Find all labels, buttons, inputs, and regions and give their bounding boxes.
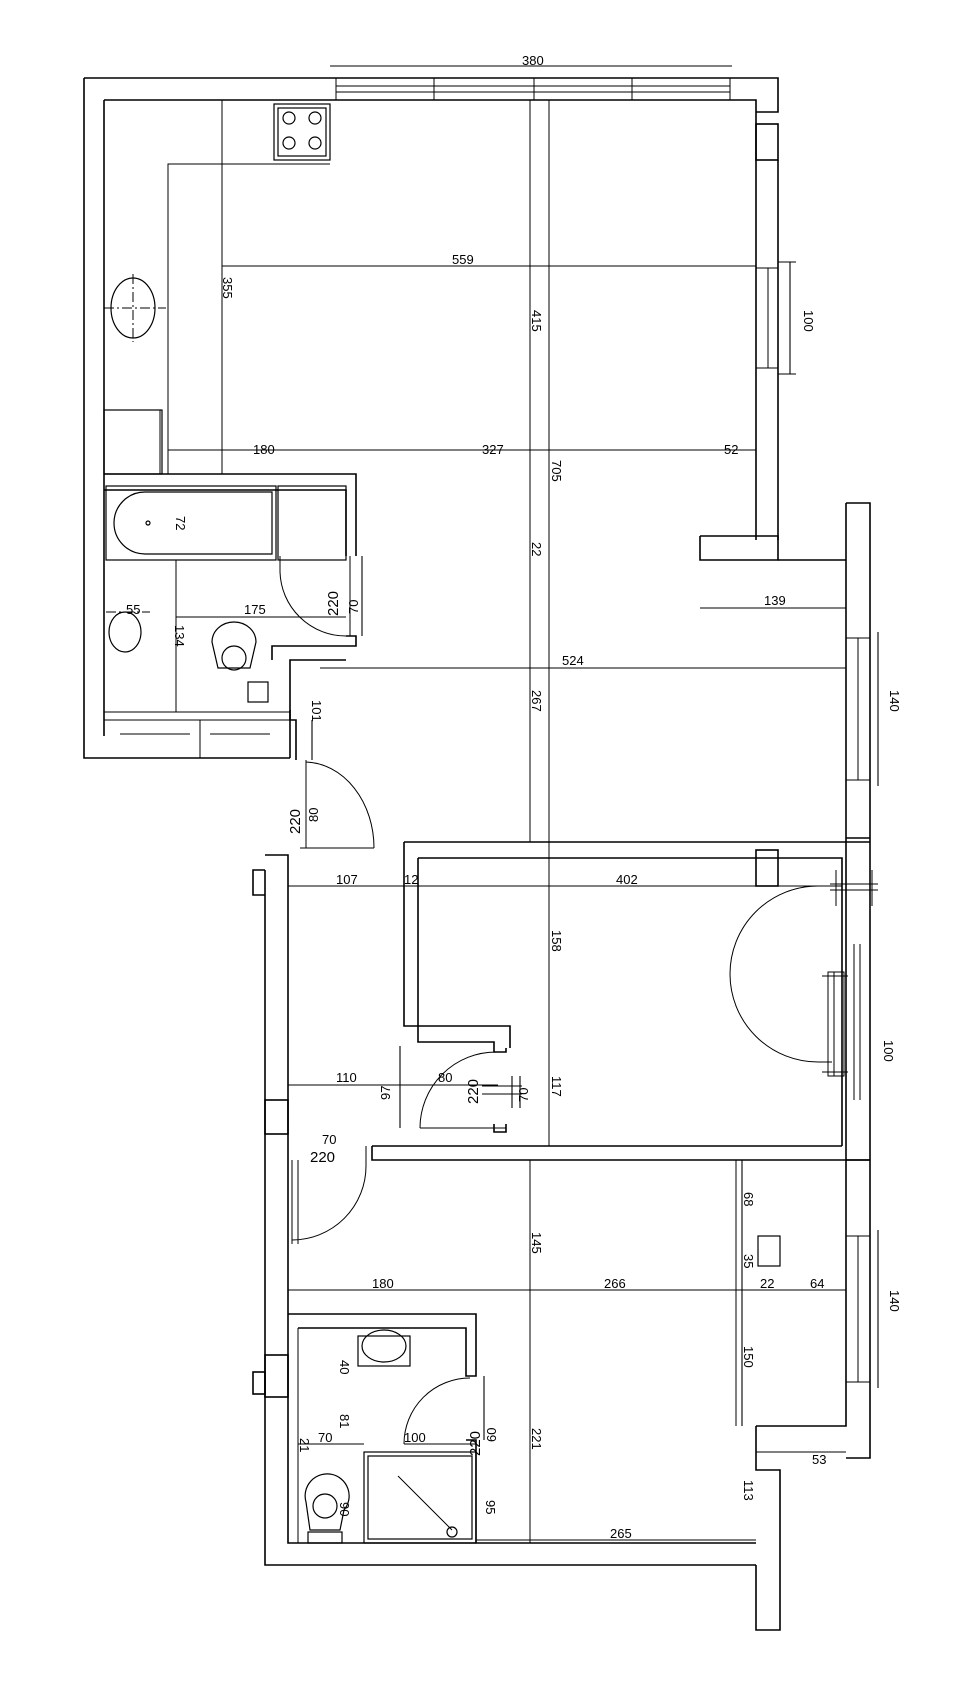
dim-220-bath: 220	[325, 591, 342, 616]
dim-158: 158	[549, 930, 564, 952]
dim-110: 110	[336, 1070, 357, 1085]
dim-140-mid: 140	[887, 690, 902, 712]
dim-100-bal: 100	[881, 1040, 896, 1062]
bathroom-sink-icon	[108, 611, 142, 653]
dim-72: 72	[173, 516, 188, 530]
dim-70-bath: 70	[346, 600, 361, 614]
dim-117: 117	[549, 1076, 564, 1097]
dim-113: 113	[741, 1480, 756, 1501]
dim-70-bed: 70	[516, 1088, 531, 1102]
bathroom-1	[104, 473, 363, 760]
dim-265: 265	[610, 1526, 632, 1541]
dim-90: 90	[337, 1502, 352, 1516]
dim-139: 139	[764, 593, 786, 608]
dim-327: 327	[482, 442, 504, 457]
dim-107: 107	[336, 872, 358, 887]
dim-22-bed2: 22	[760, 1276, 774, 1291]
dim-380: 380	[522, 53, 544, 68]
dim-415: 415	[529, 310, 544, 332]
cooktop-icon	[273, 103, 331, 161]
toilet-icon	[211, 621, 257, 669]
dim-40: 40	[337, 1360, 352, 1374]
dim-150: 150	[741, 1346, 756, 1368]
dim-220-bath2: 220	[467, 1431, 484, 1456]
dim-53: 53	[812, 1452, 826, 1467]
dim-220-entry: 220	[287, 809, 304, 834]
dim-355: 355	[220, 277, 235, 299]
dim-100-bath2: 100	[404, 1430, 426, 1445]
dim-97: 97	[378, 1086, 393, 1100]
dim-101: 101	[309, 700, 324, 722]
dim-175: 175	[244, 602, 266, 617]
kitchen	[103, 100, 331, 475]
dim-266: 266	[604, 1276, 626, 1291]
dim-60: 60	[484, 1428, 499, 1442]
bathroom-2-sink-icon	[361, 1329, 407, 1363]
dim-180-top: 180	[253, 442, 275, 457]
dim-145: 145	[529, 1232, 544, 1254]
interior-walls	[291, 100, 878, 1543]
dim-95: 95	[483, 1500, 498, 1514]
dim-100-top: 100	[801, 310, 816, 332]
window-top	[330, 65, 732, 100]
bathroom-2	[288, 1313, 485, 1544]
dim-134: 134	[172, 625, 187, 647]
dim-70-bath2: 70	[318, 1430, 332, 1445]
dim-80-entry: 80	[306, 808, 321, 822]
dim-70-bed2: 70	[322, 1132, 336, 1147]
bathtub-icon	[105, 485, 277, 561]
dim-55: 55	[126, 602, 140, 617]
dim-705: 705	[549, 460, 564, 482]
dim-524: 524	[562, 653, 584, 668]
window-right-2	[845, 632, 879, 786]
entrance-door	[300, 760, 375, 849]
dim-220-bed2: 220	[310, 1149, 335, 1166]
dim-22-top: 22	[529, 542, 544, 556]
dim-559: 559	[452, 252, 474, 267]
dim-68: 68	[741, 1192, 756, 1206]
dim-180-bed2: 180	[372, 1276, 394, 1291]
dim-402: 402	[616, 872, 638, 887]
dim-12: 12	[404, 872, 418, 887]
dim-267: 267	[529, 690, 544, 712]
dim-80-bed: 80	[438, 1070, 452, 1085]
dimension-labels: 380 559 355 415 100 180 327 52 705 72 22…	[126, 53, 902, 1541]
dim-21: 21	[297, 1438, 312, 1452]
dim-35: 35	[741, 1254, 756, 1268]
dim-220-bed: 220	[465, 1079, 482, 1104]
dim-81: 81	[337, 1414, 352, 1428]
dim-221: 221	[529, 1428, 544, 1450]
dim-140-low: 140	[887, 1290, 902, 1312]
window-right-1	[755, 261, 796, 375]
window-right-3	[845, 1230, 879, 1388]
outer-walls	[83, 77, 871, 1631]
bathroom-2-toilet-icon	[304, 1473, 350, 1531]
dimension-lines	[168, 265, 846, 1541]
dim-52: 52	[724, 442, 738, 457]
fridge-icon	[103, 409, 163, 475]
dim-64: 64	[810, 1276, 824, 1291]
